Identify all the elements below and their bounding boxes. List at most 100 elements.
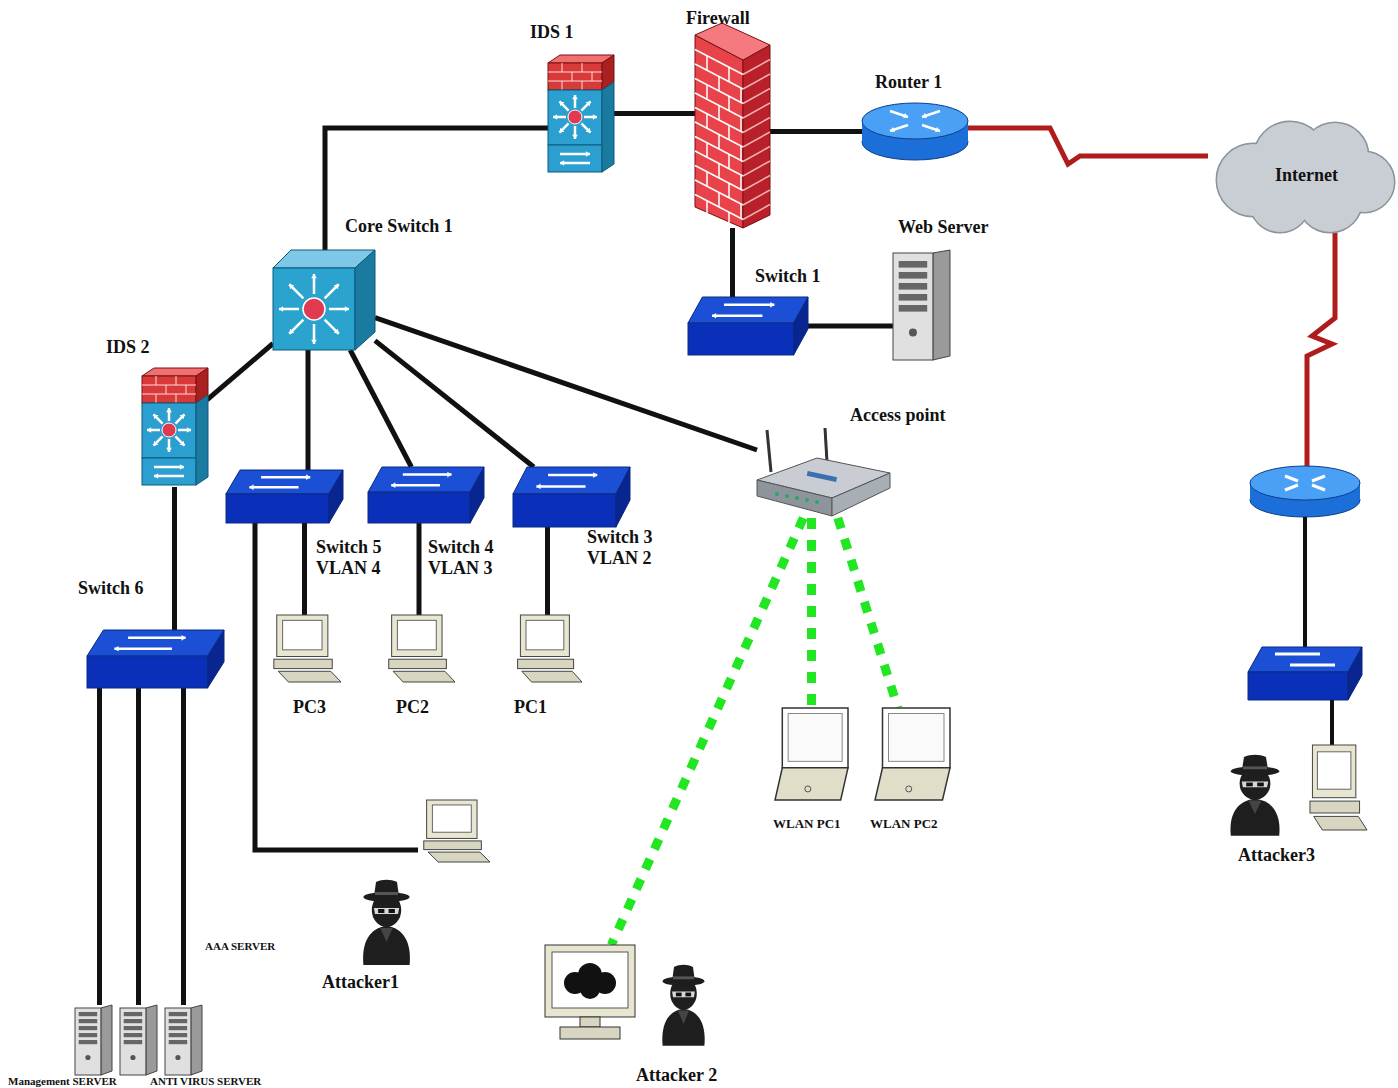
device-label: WLAN PC1 (773, 817, 841, 832)
icon-part (79, 1040, 98, 1044)
attacker-figure (1230, 755, 1279, 836)
icon-part (128, 637, 186, 640)
device-label: Switch 3 VLAN 2 (587, 527, 669, 568)
ids-icon (548, 55, 614, 172)
device-node: Management SERVER (75, 1005, 112, 1075)
icon-part (553, 114, 557, 120)
icon-part (289, 329, 294, 334)
icon-part (935, 127, 940, 132)
device-node: PC3 (268, 615, 341, 682)
icon-part (593, 472, 597, 478)
icon-part (355, 250, 375, 350)
icon-part (325, 284, 339, 298)
icon-part (933, 250, 950, 360)
icon-part (695, 195, 743, 220)
icon-part (718, 135, 720, 150)
attacker-figure (662, 965, 704, 1046)
wireless-link (611, 518, 803, 945)
lan-wire (1330, 700, 1334, 745)
icon-part (728, 67, 730, 82)
icon-part (560, 160, 564, 166)
icon-part (169, 1026, 188, 1030)
icon-part (586, 101, 591, 106)
icon-part (695, 35, 743, 228)
icon-part (795, 496, 799, 500)
icon-part (470, 467, 484, 523)
icon-part (581, 123, 590, 132)
device-label: PC2 (396, 697, 429, 718)
icon-part (391, 484, 440, 487)
icon-part (154, 473, 158, 479)
wireless-link (807, 518, 816, 708)
icon-part (695, 79, 743, 104)
device-node: WLAN PC1 (775, 708, 848, 800)
network-link (207, 344, 273, 400)
icon-part (740, 175, 742, 190)
icon-part (785, 494, 789, 498)
icon-part (85, 1055, 90, 1060)
icon-part (743, 45, 770, 228)
icon-part (568, 110, 582, 124)
server-icon (893, 250, 950, 360)
icon-part (775, 492, 779, 496)
device-label: AAA SERVER (205, 940, 275, 953)
laptop-icon (875, 708, 950, 800)
icon-part (124, 1026, 143, 1030)
device-node: IDS 2 (142, 368, 207, 487)
icon-part (249, 486, 298, 489)
icon-part (832, 473, 890, 516)
icon-part (548, 474, 597, 477)
device-node: Core Switch 1 (273, 250, 375, 350)
drawing-part (1285, 476, 1325, 490)
icon-part (883, 708, 951, 768)
icon-part (182, 635, 186, 641)
device-node: Switch 6 (87, 630, 224, 688)
icon-part (743, 103, 770, 118)
device-label: Switch 5 VLAN 4 (316, 537, 398, 578)
icon-part (718, 193, 720, 208)
router-icon (1250, 466, 1360, 517)
icon-part (794, 297, 808, 355)
icon-part (180, 414, 185, 419)
drawing-part (1275, 654, 1335, 665)
icon-part (175, 414, 184, 423)
drawing-part (1348, 647, 1362, 700)
device-label: PC1 (514, 697, 547, 718)
device-node: WLAN PC2 (875, 708, 950, 800)
icon-part (142, 376, 196, 403)
network-link (614, 111, 695, 116)
device-label: IDS 1 (530, 22, 574, 43)
icon-part (142, 376, 196, 403)
icon-part (580, 979, 600, 999)
network-link (97, 688, 102, 1005)
icon-part (397, 620, 436, 649)
device-node: Switch 3 VLAN 2 (513, 467, 630, 527)
icon-part (559, 101, 568, 110)
icon-part (740, 88, 742, 103)
icon-part (279, 306, 283, 312)
icon-part (274, 659, 332, 668)
device-label: Web Server (898, 217, 988, 238)
device-label: Switch 4 VLAN 3 (428, 537, 510, 578)
network-link (302, 523, 307, 615)
icon-part (706, 201, 708, 216)
icon-part (695, 50, 743, 75)
icon-part (586, 128, 591, 133)
icon-part (593, 114, 597, 120)
icon-part (79, 1033, 98, 1037)
icon-part (393, 671, 455, 682)
icon-part (718, 106, 720, 121)
icon-part (261, 476, 310, 479)
switch-icon (513, 467, 630, 527)
icon-part (909, 329, 917, 337)
icon-part (728, 154, 730, 168)
icon-part (334, 284, 339, 289)
network-link (255, 523, 418, 850)
icon-part (75, 1008, 101, 1075)
icon-part (147, 427, 151, 433)
icon-part (899, 294, 928, 301)
icon-part (191, 1005, 202, 1075)
icon-part (548, 63, 602, 90)
icon-part (169, 1012, 188, 1016)
